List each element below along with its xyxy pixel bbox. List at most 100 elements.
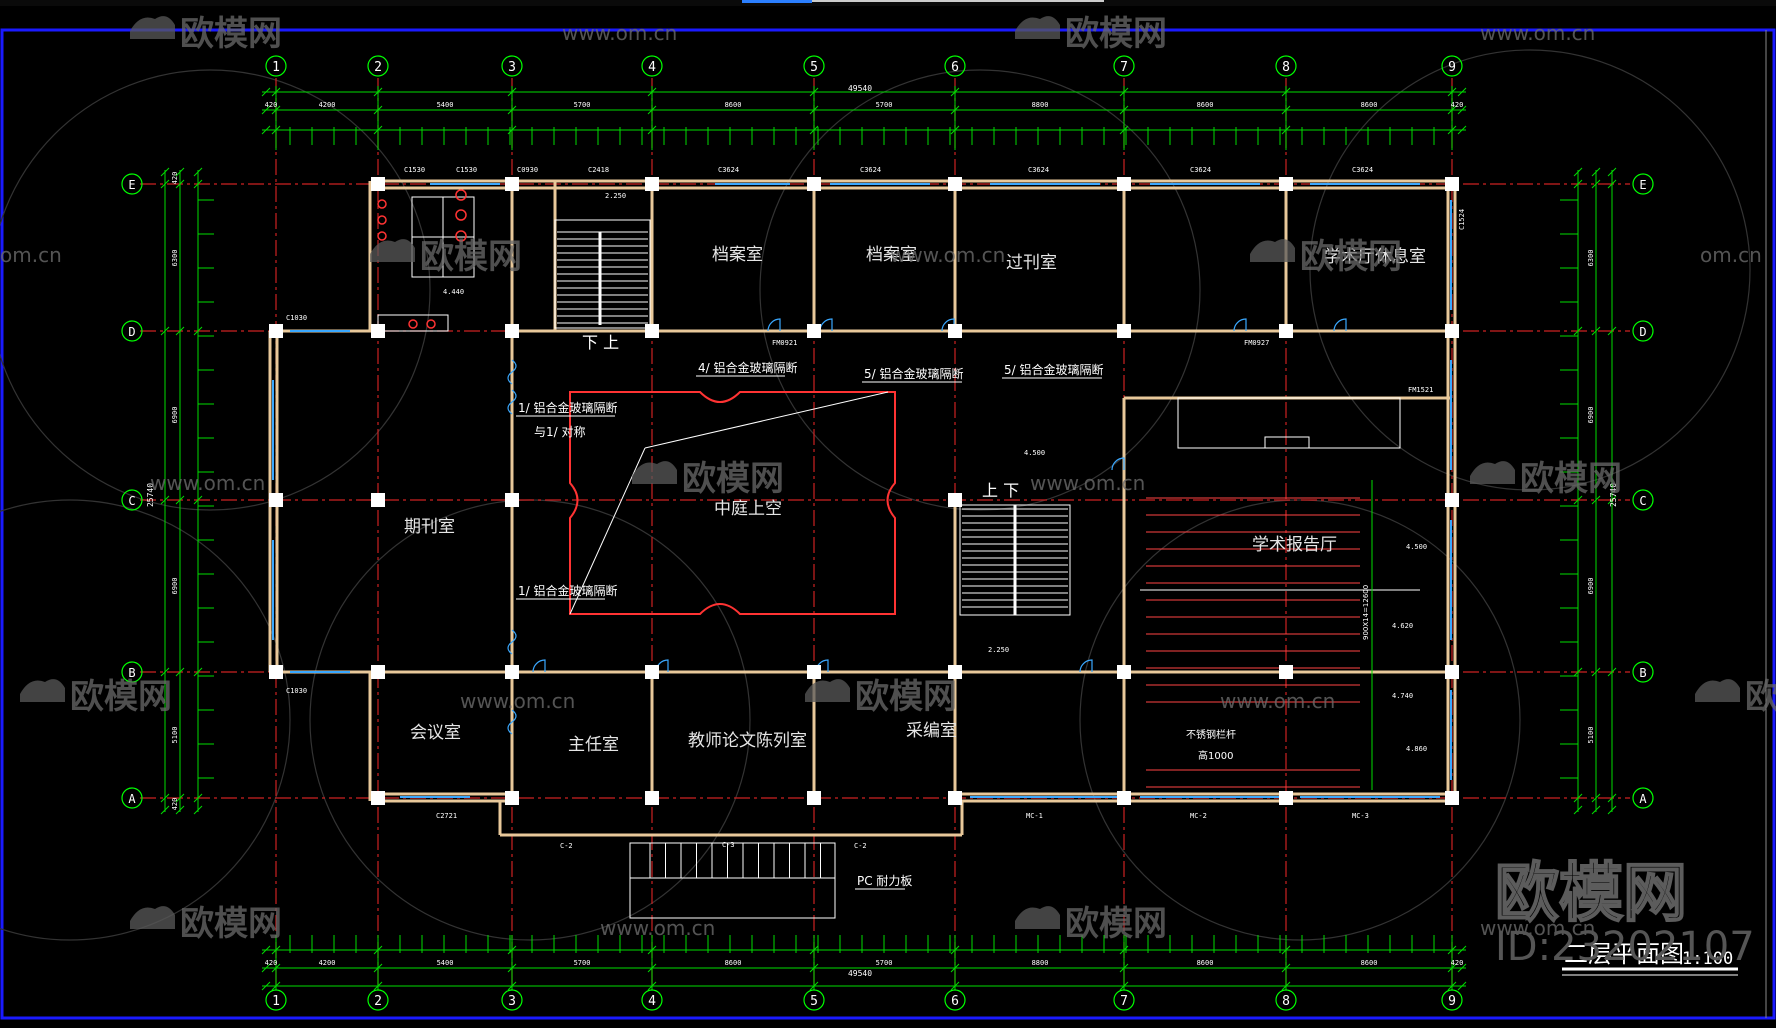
room-teacher-papers: 教师论文陈列室 xyxy=(688,731,807,751)
bay-dim-top: 420 xyxy=(265,101,278,109)
bay-dim-bottom: 8800 xyxy=(1032,959,1049,967)
watermarks: 欧模网欧模网欧模网欧模网欧模网欧模网欧模网欧模网欧模网欧模网欧模网www.om.… xyxy=(0,14,1776,970)
level-7: 4.860 xyxy=(1406,745,1427,753)
tag-c3624-2: C3624 xyxy=(860,166,881,174)
door-arc xyxy=(1111,457,1125,471)
tag-mc3: MC-3 xyxy=(1352,812,1369,820)
bay-dim-bottom: 5700 xyxy=(574,959,591,967)
watermark-id: ID:23202107 xyxy=(1495,924,1755,970)
watermark-sofa-icon xyxy=(130,906,175,929)
axis-bubble-C-right xyxy=(1632,489,1654,511)
watermark-sofa-icon xyxy=(130,16,175,39)
watermark-logo: 欧模网 xyxy=(1745,677,1776,717)
column xyxy=(807,665,821,679)
bay-dim-top: 8600 xyxy=(1361,101,1378,109)
axis-label-2-bottom: 2 xyxy=(374,994,382,1009)
dim-tick xyxy=(175,805,185,815)
column xyxy=(371,324,385,338)
axis-label-4-bottom: 4 xyxy=(648,994,656,1009)
bay-dim-top: 5700 xyxy=(876,101,893,109)
tag-c1530b: C1530 xyxy=(456,166,477,174)
note-partition-4: 4/ 铝合金玻璃隔断 xyxy=(698,360,798,375)
tag-c3624-5: C3624 xyxy=(1352,166,1373,174)
room-lecture-hall: 学术报告厅 xyxy=(1252,535,1337,555)
dim-tick xyxy=(1573,495,1583,505)
watermark-logo: 欧模网 xyxy=(70,677,172,717)
watermark-url: www.om.cn xyxy=(1480,916,1595,940)
dim-tick xyxy=(160,326,170,336)
axis-label-2-top: 2 xyxy=(374,60,382,75)
column xyxy=(948,324,962,338)
axis-label-D-right: D xyxy=(1639,325,1646,339)
axis-bubble-6-bottom xyxy=(944,989,966,1011)
tag-c3624-1: C3624 xyxy=(718,166,739,174)
column xyxy=(371,177,385,191)
tag-c1524: C1524 xyxy=(1458,209,1466,230)
watermark-url: www.om.cn xyxy=(890,243,1005,267)
dim-tick xyxy=(1457,87,1467,97)
level-1: 4.440 xyxy=(443,288,464,296)
dim-tick xyxy=(1591,326,1601,336)
tag-c3624-4: C3624 xyxy=(1190,166,1211,174)
column xyxy=(1117,665,1131,679)
axis-label-7-top: 7 xyxy=(1120,60,1128,75)
level-8: 2.250 xyxy=(988,646,1009,654)
door-arc xyxy=(1333,318,1347,332)
axis-label-9-top: 9 xyxy=(1448,60,1456,75)
tag-c0930: C0930 xyxy=(517,166,538,174)
drawing-scale: 1:100 xyxy=(1682,949,1733,969)
watermark-url: www.om.cn xyxy=(1030,471,1145,495)
dim-tick xyxy=(261,945,271,955)
toilet-fixtures xyxy=(377,189,467,329)
bay-dim-bottom: 8600 xyxy=(1197,959,1214,967)
watermark-circles xyxy=(0,49,1751,941)
watermark-url-short: om.cn xyxy=(0,243,62,267)
note-partition-5b: 5/ 铝合金玻璃隔断 xyxy=(1004,362,1104,377)
tag-mc1: MC-1 xyxy=(1026,812,1043,820)
dim-tick xyxy=(1573,667,1583,677)
tag-c3624-3: C3624 xyxy=(1028,166,1049,174)
dim-tick xyxy=(1573,805,1583,815)
axis-bubble-6-top xyxy=(944,55,966,77)
axis-bubble-E-right xyxy=(1632,173,1654,195)
tag-fm0927: FM0927 xyxy=(1244,339,1269,347)
tag-c2-right: C-2 xyxy=(854,842,867,850)
dim-tick xyxy=(193,793,203,803)
dim-tick xyxy=(1573,326,1583,336)
column xyxy=(371,493,385,507)
dim-tick xyxy=(261,105,271,115)
axis-label-B-right: B xyxy=(1639,666,1646,680)
axis-label-E-left: E xyxy=(128,178,135,192)
dim-tick xyxy=(261,87,271,97)
axis-bubble-C-left xyxy=(121,489,143,511)
room-editing: 采编室 xyxy=(906,721,957,741)
dim-tick xyxy=(175,326,185,336)
dim-tick xyxy=(175,667,185,677)
column xyxy=(1445,177,1459,191)
dim-tick xyxy=(1591,179,1601,189)
axis-label-1-bottom: 1 xyxy=(272,994,280,1009)
dim-tick xyxy=(1607,179,1617,189)
watermark-url: www.om.cn xyxy=(562,21,677,45)
column xyxy=(269,493,283,507)
dim-tick xyxy=(1607,167,1617,177)
partition-underlines xyxy=(516,375,1102,890)
watermark-sofa-icon xyxy=(20,679,65,702)
axis-bubble-7-bottom xyxy=(1113,989,1135,1011)
room-director: 主任室 xyxy=(568,735,619,755)
dim-tick xyxy=(1457,981,1467,991)
note-partition-5a: 5/ 铝合金玻璃隔断 xyxy=(864,366,964,381)
watermark-url: www.om.cn xyxy=(460,689,575,713)
axis-label-3-top: 3 xyxy=(508,60,516,75)
column xyxy=(1445,324,1459,338)
watermark-logo: 欧模网 xyxy=(1520,459,1622,499)
axis-label-E-right: E xyxy=(1639,178,1646,192)
axis-label-7-bottom: 7 xyxy=(1120,994,1128,1009)
dim-tick xyxy=(175,793,185,803)
axis-label-8-bottom: 8 xyxy=(1282,994,1290,1009)
dim-tick xyxy=(160,495,170,505)
note-pc-board: PC 耐力板 xyxy=(857,874,912,888)
tag-mc2: MC-2 xyxy=(1190,812,1207,820)
watermark-sofa-icon xyxy=(370,239,415,262)
